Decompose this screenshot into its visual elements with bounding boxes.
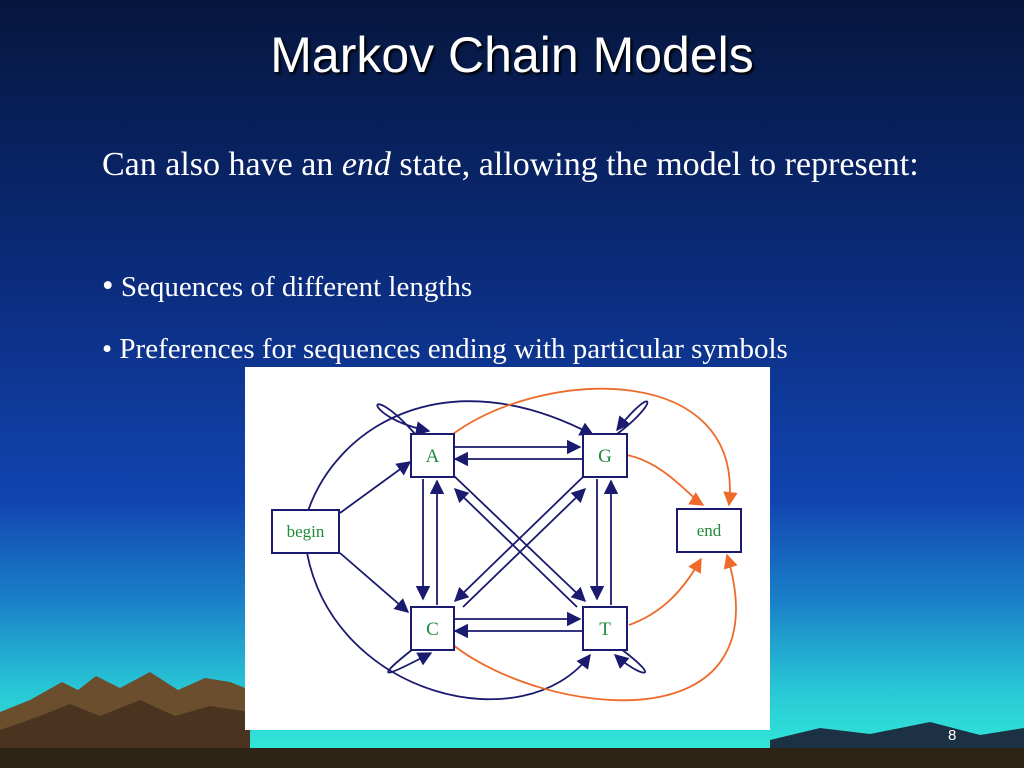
edge-t-to-a bbox=[453, 487, 578, 608]
edge-begin-to-c bbox=[339, 552, 410, 613]
node-label: C bbox=[426, 619, 439, 640]
edge-g-to-c bbox=[453, 474, 586, 603]
node-label: A bbox=[426, 446, 440, 467]
edge-begin-to-t bbox=[306, 552, 591, 701]
bullet-item: • Sequences of different lengths bbox=[102, 268, 472, 305]
edge-c-self-loop bbox=[387, 648, 433, 674]
node-label: T bbox=[599, 619, 611, 640]
markov-chain-graph: begin A G C T end bbox=[271, 387, 742, 702]
edge-begin-to-a bbox=[339, 461, 412, 514]
bullet-item: • Preferences for sequences ending with … bbox=[102, 333, 788, 366]
edge-t-self-loop bbox=[613, 648, 646, 674]
edge-g-to-end bbox=[626, 454, 705, 506]
node-begin: begin bbox=[271, 509, 340, 554]
bullet-marker: • bbox=[102, 268, 114, 304]
edge-t-to-end bbox=[628, 557, 702, 626]
node-label: begin bbox=[287, 522, 325, 541]
intro-text-end: state, allowing the model to represent: bbox=[390, 146, 919, 183]
slide-title: Markov Chain Models bbox=[270, 27, 754, 83]
edge-c-to-g bbox=[462, 487, 587, 608]
mountains-decoration bbox=[0, 672, 1024, 768]
edge-begin-to-g bbox=[306, 400, 595, 515]
node-end: end bbox=[676, 508, 742, 553]
bullet-marker: • bbox=[102, 333, 113, 365]
edge-a-self-loop bbox=[376, 403, 431, 436]
markov-chain-diagram: begin A G C T end bbox=[245, 367, 770, 730]
edge-c-to-end bbox=[452, 553, 738, 702]
node-c: C bbox=[410, 606, 455, 651]
node-label: end bbox=[697, 521, 722, 540]
node-g: G bbox=[582, 433, 628, 478]
intro-text-start: Can also have an bbox=[102, 146, 342, 183]
edge-a-to-end bbox=[452, 387, 738, 507]
bullet-text: Sequences of different lengths bbox=[120, 271, 473, 303]
page-number: 8 bbox=[948, 727, 957, 744]
node-t: T bbox=[582, 606, 628, 651]
edge-g-self-loop bbox=[616, 400, 649, 435]
intro-text: Can also have an end state, allowing the… bbox=[102, 140, 922, 190]
node-label: G bbox=[598, 446, 612, 467]
node-a: A bbox=[410, 433, 455, 478]
intro-text-emphasis: end bbox=[341, 146, 391, 183]
bullet-text: Preferences for sequences ending with pa… bbox=[119, 333, 788, 365]
